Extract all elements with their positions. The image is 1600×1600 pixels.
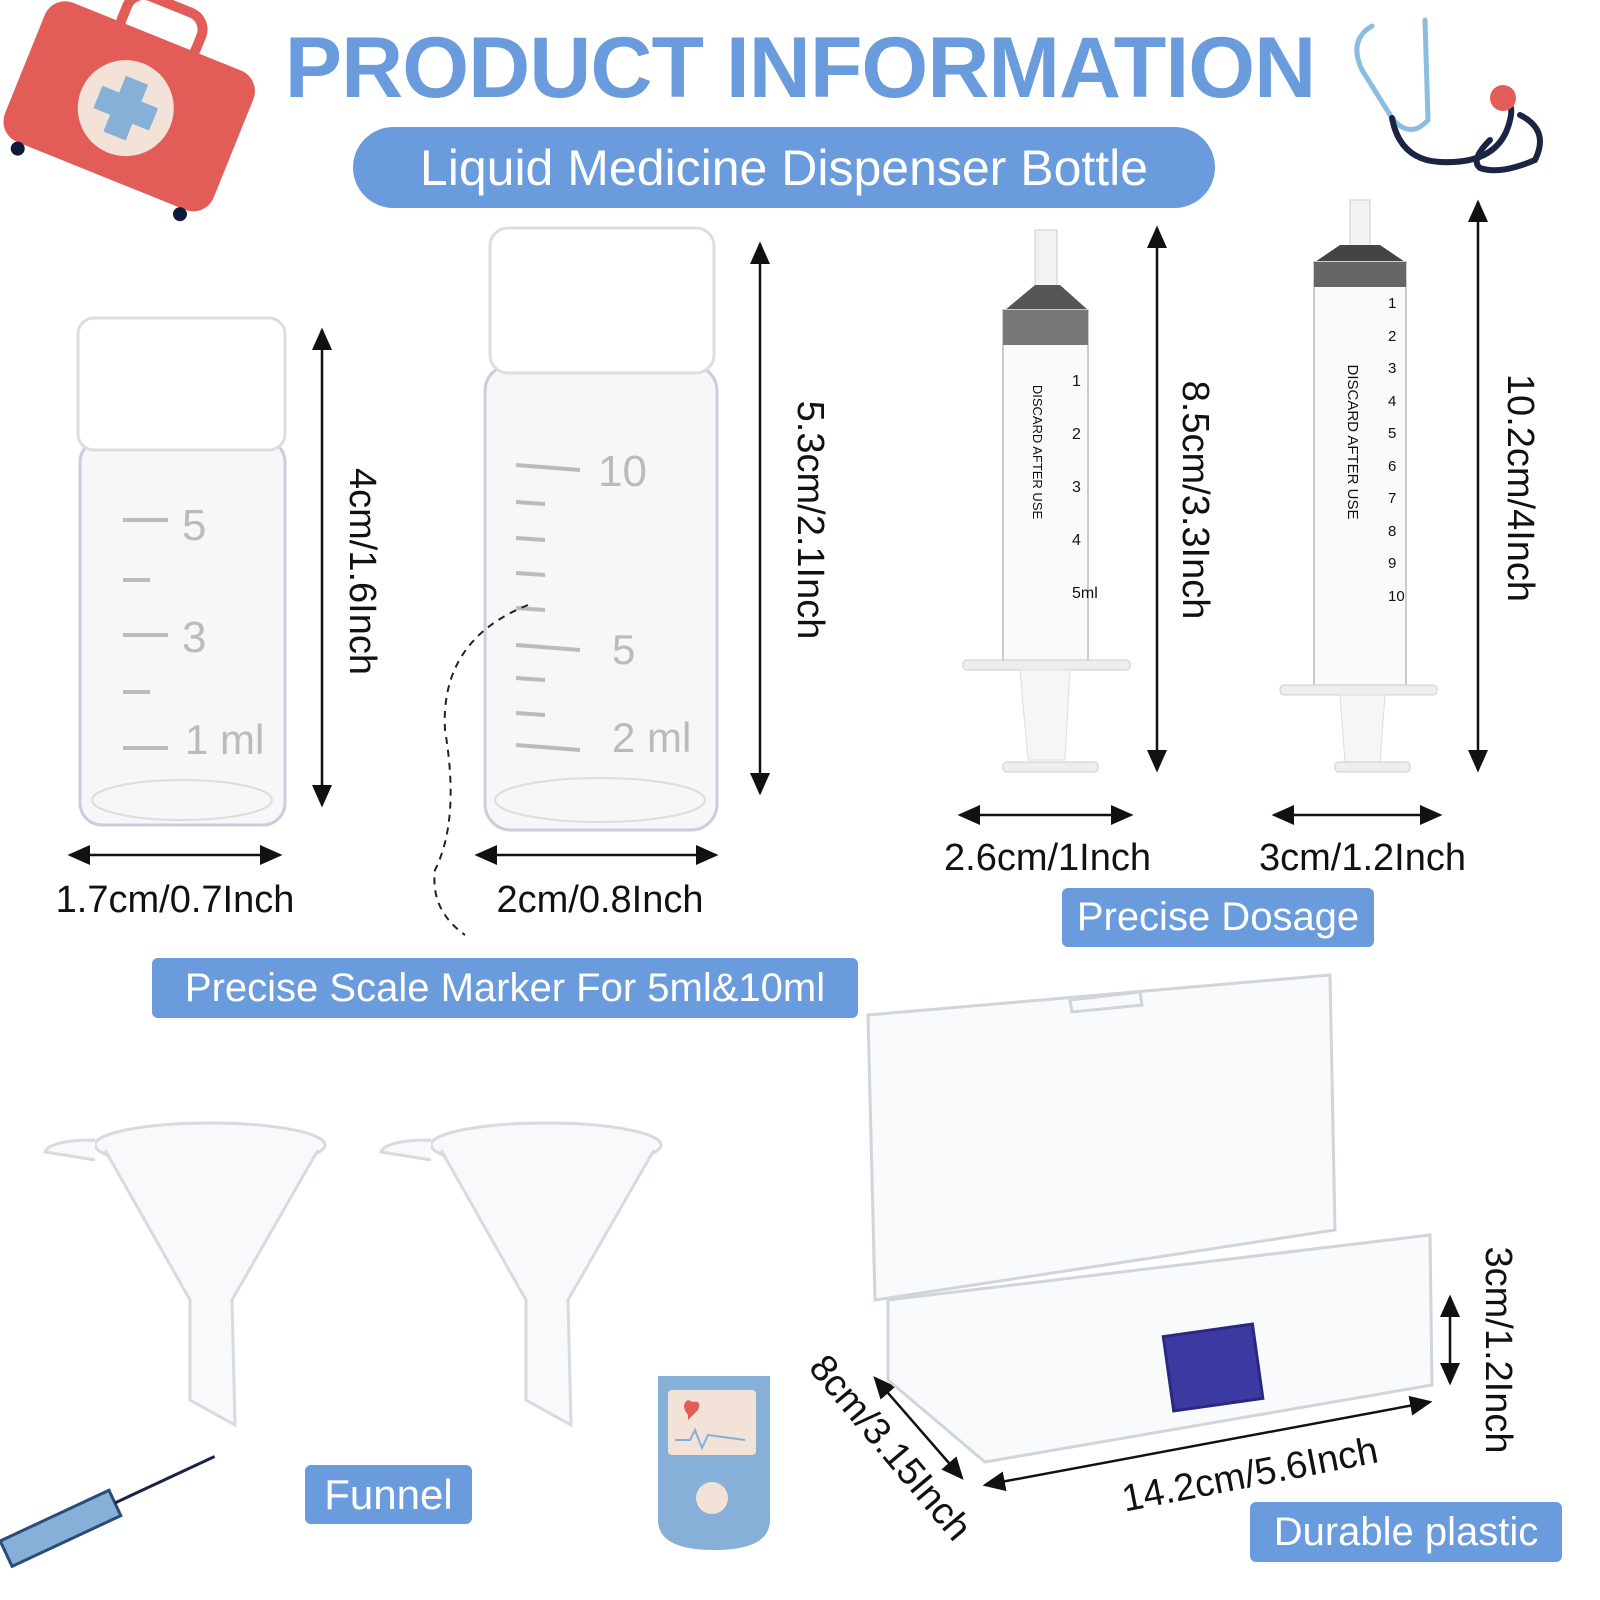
vial-large-image: [483, 226, 719, 832]
plastic-box-image: [866, 973, 1434, 1464]
vial-small-image: [76, 316, 287, 827]
vial-scale-label: 10: [598, 447, 647, 496]
vial-large-height-label: 5.3cm/2.1Inch: [789, 400, 831, 640]
subtitle-pill: Liquid Medicine Dispenser Bottle: [353, 127, 1215, 208]
vial-large-width-label: 2cm/0.8Inch: [496, 879, 704, 921]
syringe-5ml-width-label: 2.6cm/1Inch: [944, 837, 1151, 879]
funnel-image: [42, 1121, 663, 1428]
vial-scale-label: 3: [182, 613, 207, 662]
syringe-10ml-width-label: 3cm/1.2Inch: [1259, 837, 1466, 879]
syringe-10ml-image: [1279, 199, 1438, 773]
vial-scale-label: 5: [182, 501, 207, 550]
pointer-dashed-curve: [433, 604, 529, 936]
syringe-print: DISCARD AFTER USE: [1030, 384, 1045, 520]
syringe-10ml-height-label: 10.2cm/4Inch: [1499, 373, 1541, 603]
box-height-label: 3cm/1.2Inch: [1477, 1246, 1519, 1454]
funnel-label: Funnel: [305, 1465, 472, 1524]
dimension-arrows: [67, 199, 1488, 1492]
first-aid-kit-icon: [3, 0, 255, 222]
vial-scale-label: 2 ml: [612, 714, 692, 761]
syringe-5ml-image: [962, 229, 1131, 773]
vial-scale-label: 5: [612, 626, 636, 673]
heart-monitor-icon: [658, 1376, 770, 1550]
scale-marker-label: Precise Scale Marker For 5ml&10ml: [152, 958, 858, 1018]
vial-small-width-label: 1.7cm/0.7Inch: [55, 879, 295, 921]
syringe-5ml-height-label: 8.5cm/3.3Inch: [1174, 380, 1216, 620]
precise-dosage-label: Precise Dosage: [1062, 888, 1374, 947]
stethoscope-icon: [1354, 17, 1543, 174]
syringe-print: DISCARD AFTER USE: [1344, 364, 1361, 520]
page-title: PRODUCT INFORMATION: [284, 20, 1316, 116]
durable-plastic-label: Durable plastic: [1250, 1502, 1562, 1562]
vial-small-height-label: 4cm/1.6Inch: [341, 468, 383, 675]
syringe-small-icon: [0, 1455, 216, 1569]
vial-scale-label: 1 ml: [185, 716, 265, 763]
